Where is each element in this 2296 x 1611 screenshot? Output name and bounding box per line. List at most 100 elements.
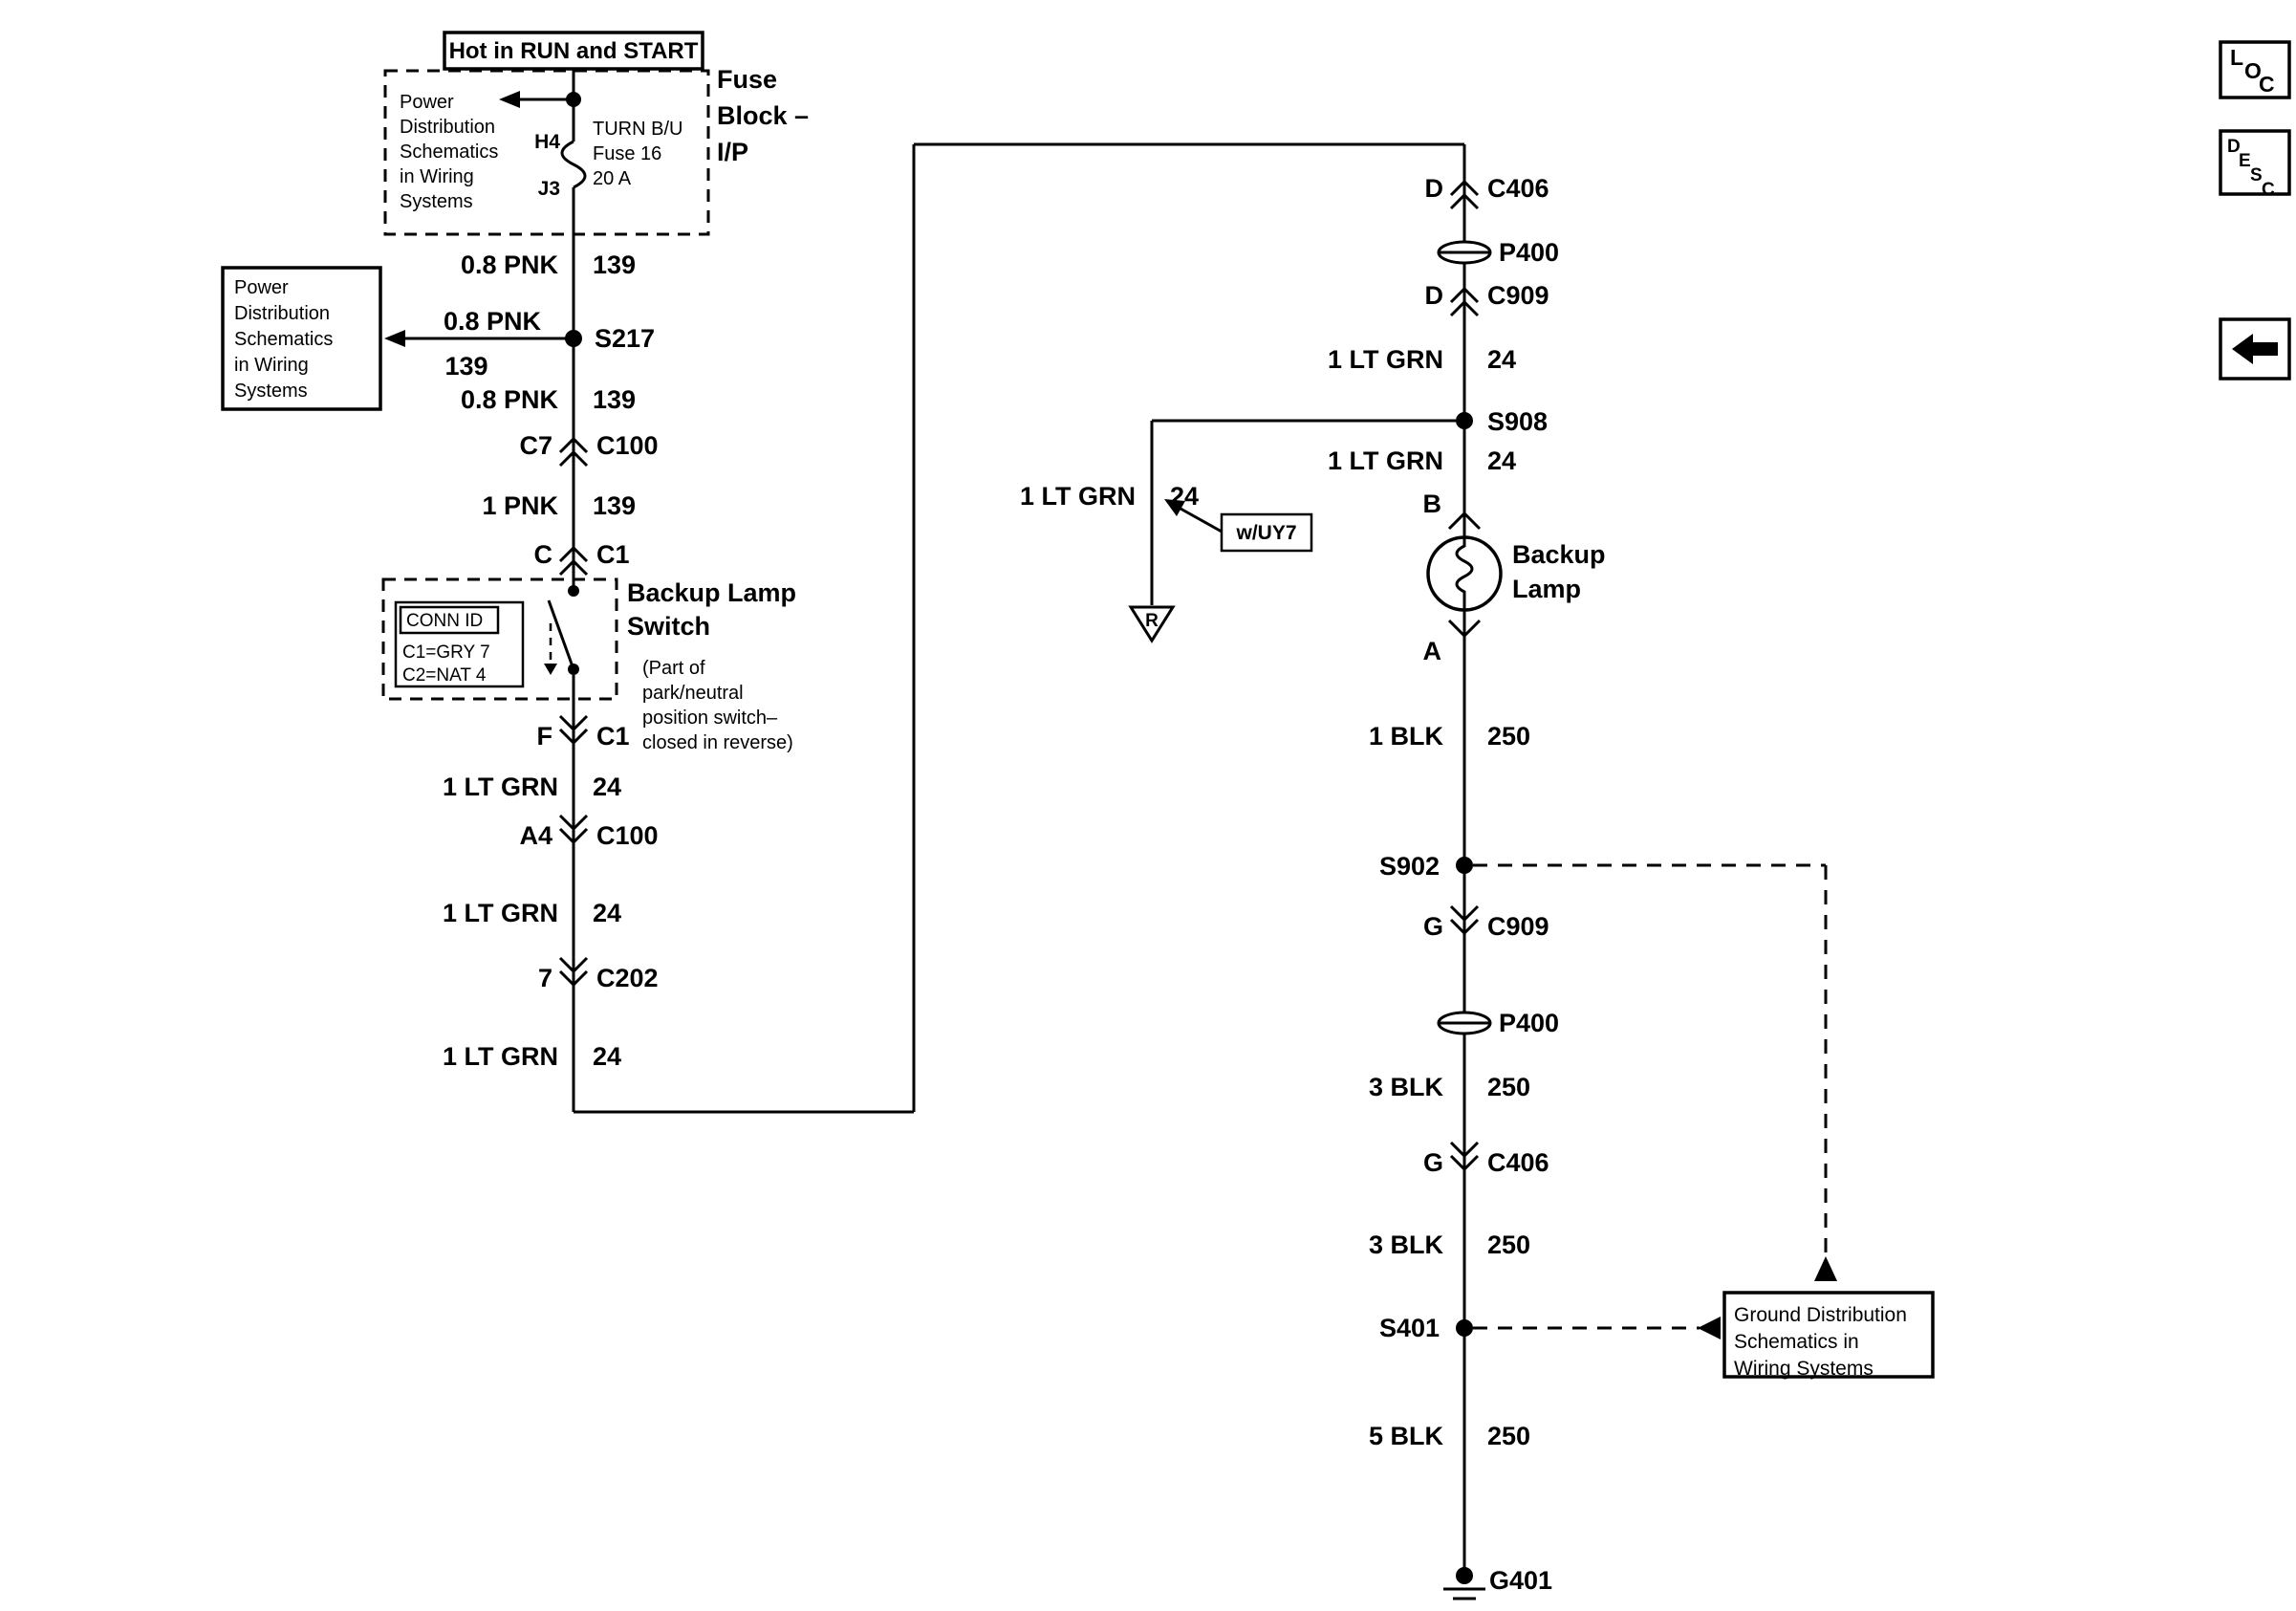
conn-id-title: CONN ID <box>406 611 483 631</box>
s401-dot <box>1456 1319 1473 1337</box>
connector-pin: G <box>1423 1148 1443 1177</box>
fuse-ref-line: Power <box>400 92 454 113</box>
power-dist-line: Systems <box>234 381 308 402</box>
ground-triangle-icon <box>1128 605 1176 643</box>
wire-label: 1 LT GRN <box>443 1042 558 1071</box>
hot-in-run-start-box: Hot in RUN and START <box>443 31 704 71</box>
connector-chevron-icon <box>558 814 589 832</box>
wuy7-tag-label: w/UY7 <box>1235 522 1296 544</box>
ground-g401-icon <box>1443 1567 1485 1600</box>
connector-chevron-icon <box>1449 918 1480 936</box>
connector-pin: D <box>1425 281 1444 310</box>
switch-box-border <box>381 577 618 701</box>
connector-chevron-icon <box>1449 1154 1480 1172</box>
conn-id-row: C1=GRY 7 <box>402 642 490 663</box>
switch-title-line: Backup Lamp <box>627 578 796 607</box>
desc-button[interactable]: D E S C <box>2219 129 2291 200</box>
lamp-label-line: Backup <box>1512 540 1606 569</box>
circuit-label: 24 <box>1487 345 1516 374</box>
arrowhead-s401-link <box>1698 1317 1721 1339</box>
lamp-pin-a: A <box>1423 637 1442 665</box>
back-arrow-button[interactable] <box>2219 317 2291 381</box>
switch-note-line: position switch– <box>642 708 778 729</box>
fuse-feed-junction-dot <box>566 92 581 107</box>
connector-chevron-icon <box>558 714 589 732</box>
power-dist-line: Schematics <box>234 329 333 350</box>
connector-pin: G <box>1423 912 1443 941</box>
wire-label: 5 BLK <box>1369 1422 1444 1450</box>
loc-button[interactable]: L O C <box>2219 40 2291 99</box>
connector-chevron-icon <box>1449 179 1480 197</box>
loc-letter: C <box>2259 72 2275 97</box>
wire-label: 3 BLK <box>1369 1073 1444 1101</box>
connector-chevron-icon <box>1447 619 1482 639</box>
connector-name: C406 <box>1487 174 1549 203</box>
fuse-ref-line: Schematics <box>400 142 498 163</box>
circuit-label: 139 <box>593 250 636 279</box>
lamp-label-line: Lamp <box>1512 575 1581 603</box>
power-dist-line: Distribution <box>234 303 330 324</box>
s217-branch-wire-label: 0.8 PNK <box>444 307 542 336</box>
switch-note-line: park/neutral <box>642 683 744 704</box>
arrowhead-switch-travel <box>544 664 557 675</box>
switch-contact-top <box>568 585 579 597</box>
wire-label: 3 BLK <box>1369 1230 1444 1259</box>
ground-dist-line: Wiring Systems <box>1734 1358 1874 1380</box>
s217-branch-circuit-label: 139 <box>444 352 487 381</box>
backup-lamp-switch-box: CONN ID C1=GRY 7 C2=NAT 4 Backup Lamp Sw… <box>381 577 796 753</box>
s902-label: S902 <box>1379 852 1440 881</box>
desc-letter: C <box>2262 180 2275 200</box>
connector-chevron-icon <box>558 969 589 988</box>
lamp-pin-b: B <box>1423 490 1442 518</box>
connector-chevron-icon <box>558 728 589 746</box>
grommet-p400-bottom-icon <box>1437 1011 1492 1035</box>
connector-pin: 7 <box>538 964 552 992</box>
fuse-block-title-line: Fuse <box>717 65 777 94</box>
wire-runs <box>384 69 1837 1568</box>
desc-letter: D <box>2227 137 2241 157</box>
fuse-block-title-line: I/P <box>717 138 748 166</box>
wire-label: 1 LT GRN <box>443 773 558 801</box>
connector-pin: D <box>1425 174 1444 203</box>
connector-name: C406 <box>1487 1148 1549 1177</box>
splice-s217: S217 0.8 PNK 139 <box>444 307 655 381</box>
connector-name: C1 <box>596 540 630 569</box>
wuy7-tag-border <box>1220 512 1313 553</box>
connector-chevron-icon <box>558 558 589 577</box>
wire-label: 0.8 PNK <box>461 250 559 279</box>
connector-chevron-icon <box>558 827 589 845</box>
power-distribution-ref-box: Power Distribution Schematics in Wiring … <box>221 266 382 411</box>
corner-widgets: L O C D E S C <box>2219 40 2291 381</box>
wire-label: 1 BLK <box>1369 722 1444 751</box>
fuse-block-box: Power Distribution Schematics in Wiring … <box>383 65 809 236</box>
connector-pin: C <box>534 540 553 569</box>
circuit-label: 250 <box>1487 722 1530 751</box>
desc-letter: S <box>2250 165 2263 185</box>
fuse-ref-line: Distribution <box>400 117 495 138</box>
s902-dot <box>1456 857 1473 874</box>
s217-dot <box>565 330 582 347</box>
ground-dist-border <box>1722 1291 1935 1379</box>
hot-box-label: Hot in RUN and START <box>449 38 699 64</box>
conn-id-border <box>394 600 525 688</box>
circuit-label: 250 <box>1487 1230 1530 1259</box>
connector-name: C1 <box>596 722 630 751</box>
circuit-label: 24 <box>593 899 621 927</box>
connector-chevron-icon <box>558 436 589 454</box>
grommet-label: P400 <box>1499 1009 1559 1037</box>
circuit-label: 24 <box>1487 446 1516 475</box>
circuit-label: 250 <box>1487 1422 1530 1450</box>
arrowhead-s902-link <box>1814 1256 1837 1281</box>
connector-pin: F <box>537 722 553 751</box>
fuse-ref-line: Systems <box>400 191 473 212</box>
wire-label: 0.8 PNK <box>461 385 559 414</box>
circuit-label: 139 <box>593 491 636 520</box>
ground-dist-line: Ground Distribution <box>1734 1304 1907 1326</box>
loc-letter: O <box>2244 58 2262 83</box>
circuit-label: 139 <box>593 385 636 414</box>
s908-branch: 1 LT GRN 24 w/UY7 R <box>1020 482 1313 643</box>
connector-chevron-icon <box>558 545 589 563</box>
switch-note-line: (Part of <box>642 658 705 679</box>
arrowhead-s217-left <box>384 330 405 347</box>
